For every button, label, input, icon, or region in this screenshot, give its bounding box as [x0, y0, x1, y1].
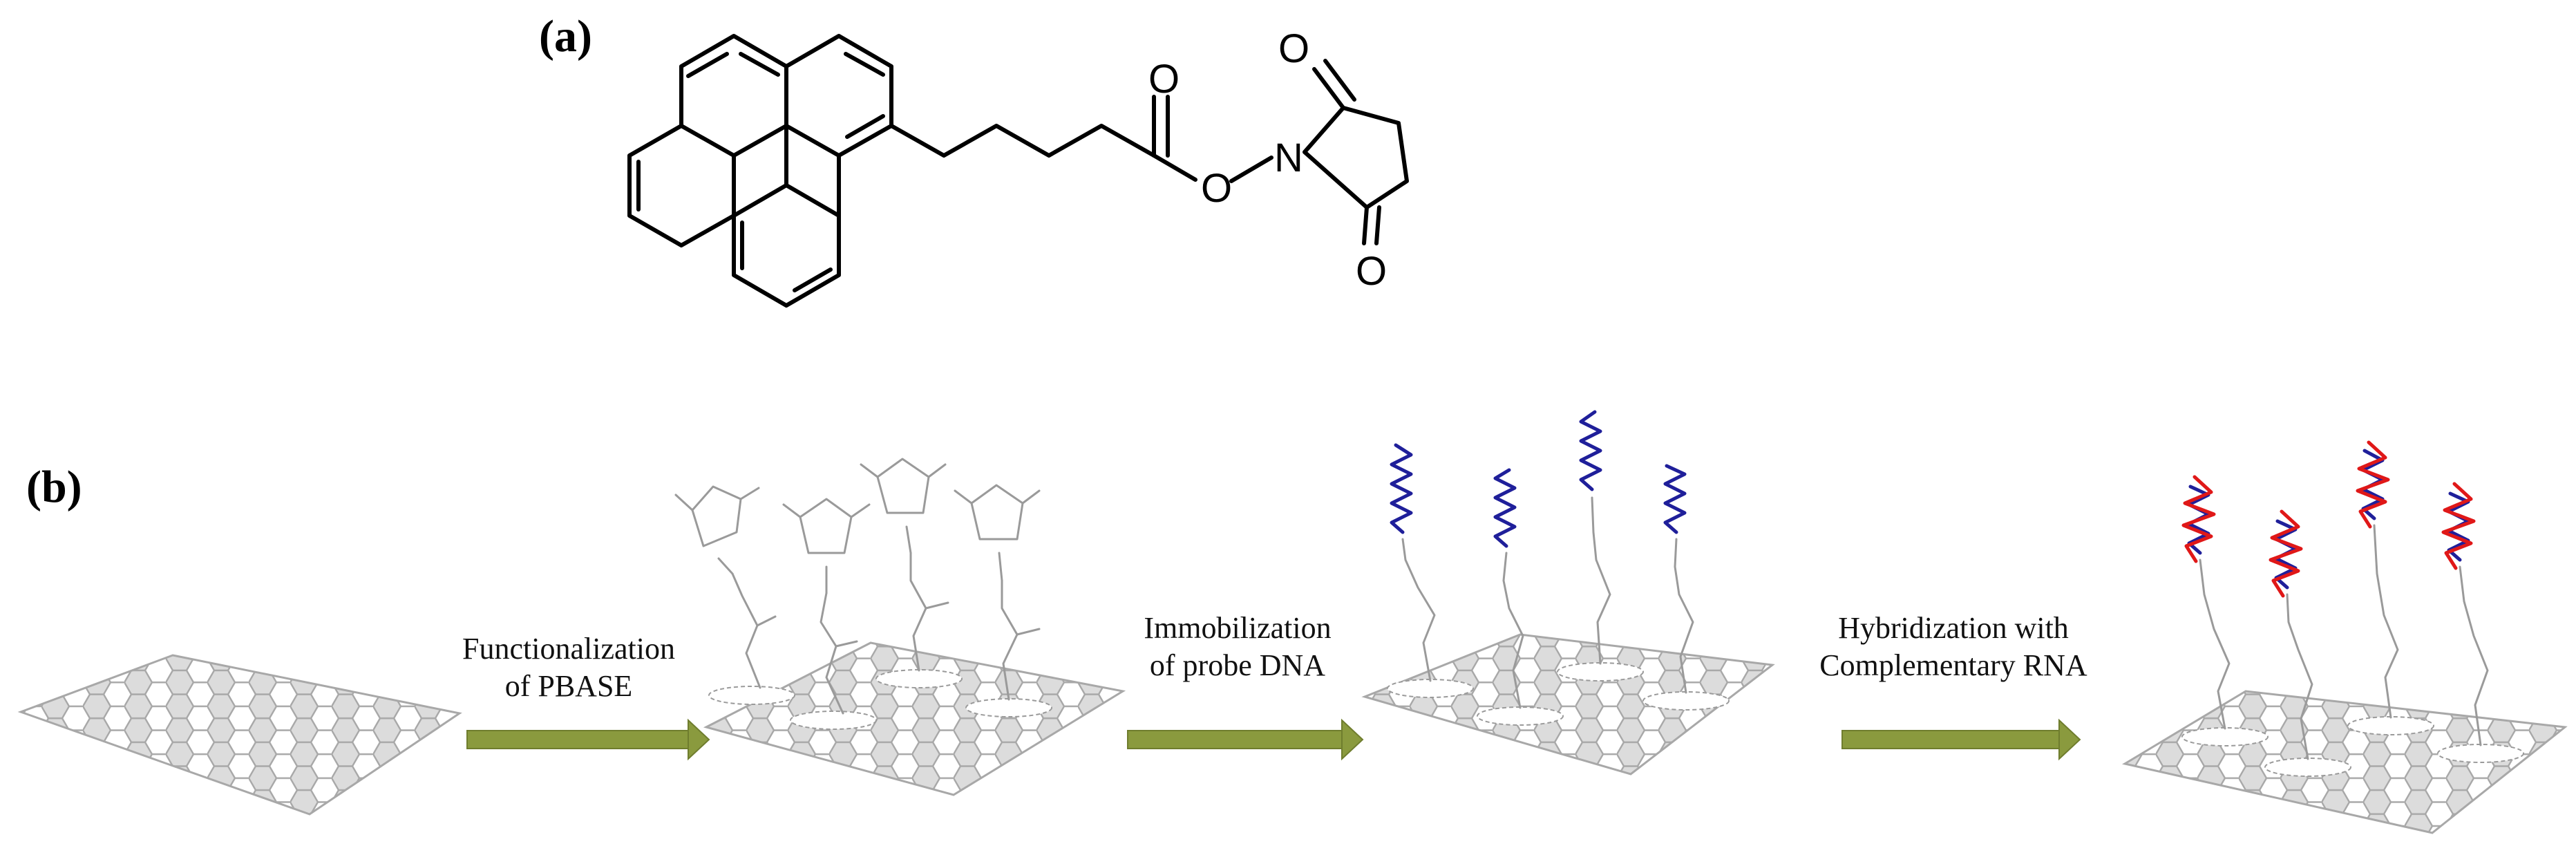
step-label-hybridization: Hybridization with Complementary RNA [1813, 610, 2094, 684]
graphene-sheet-1 [17, 654, 462, 816]
dna-linker [2373, 524, 2399, 719]
complementary-rna [2356, 440, 2390, 529]
step-3-line1: Hybridization with [1838, 611, 2069, 645]
pyrene-anchor [1387, 679, 1474, 698]
succinimide-ring [1303, 106, 1409, 209]
step-2-line2: of probe DNA [1149, 648, 1326, 682]
pyrene-anchor [2264, 758, 2351, 777]
panel-a-label: (a) [539, 11, 592, 62]
atom-carbonyl-o: O [1148, 57, 1180, 102]
step-1-line1: Functionalization [462, 632, 675, 666]
step-2-line1: Immobilization [1144, 611, 1332, 645]
atom-imide-o-top: O [1278, 26, 1309, 71]
pyrene-anchor [2437, 744, 2524, 763]
complementary-rna [2441, 482, 2476, 570]
pbase-linker [954, 484, 1041, 701]
probe-dna [1390, 443, 1413, 534]
atom-ester-o: O [1201, 166, 1232, 211]
pbase-structure: O O N O O [627, 26, 1409, 308]
step-label-immobilization: Immobilization of probe DNA [1110, 610, 1365, 684]
pyrene-anchor [1642, 691, 1730, 711]
complementary-rna [2181, 475, 2216, 563]
pyrene-ring-right [784, 34, 893, 158]
dna-linker [1591, 496, 1611, 665]
atom-n: N [1274, 135, 1303, 180]
step-label-functionalization: Functionalization of PBASE [434, 630, 703, 704]
graphene-sheet-4 [2122, 690, 2568, 834]
pyrene-ring-top [679, 34, 788, 158]
pyrene-anchor [790, 711, 877, 730]
pyrene-anchor [1557, 662, 1644, 682]
probe-dna [1663, 464, 1687, 534]
probe-dna [1579, 410, 1602, 491]
step-3-line2: Complementary RNA [1819, 648, 2087, 682]
dna-linker [2286, 593, 2313, 760]
step-1-line2: of PBASE [504, 668, 633, 703]
pyrene-anchor [1477, 706, 1564, 726]
pbase-linker [674, 485, 777, 689]
dna-linker [2459, 565, 2489, 746]
dna-linker [1674, 538, 1694, 694]
dna-linker [2199, 558, 2231, 730]
pyrene-anchor [965, 698, 1052, 717]
complementary-rna [2269, 509, 2303, 598]
pyrene-anchor [875, 669, 963, 688]
graphene-sheet-3 [1361, 633, 1775, 776]
pyrene-anchor [2181, 727, 2269, 746]
arrow-step-3 [1841, 718, 2081, 761]
butyric-chain [889, 124, 1156, 158]
pbase-linker [782, 498, 871, 715]
arrow-step-2 [1127, 718, 1364, 761]
atom-imide-o-bottom: O [1356, 249, 1387, 294]
arrow-step-1 [466, 718, 710, 761]
dna-linker [1502, 552, 1524, 709]
panel-b-label: (b) [26, 462, 82, 512]
graphene-sheet-2 [703, 641, 1126, 796]
probe-dna [1493, 468, 1517, 548]
pyrene-anchor [2347, 716, 2434, 735]
dna-linker [1401, 538, 1436, 682]
pbase-linker [860, 458, 949, 672]
pyrene-anchor [708, 686, 795, 705]
